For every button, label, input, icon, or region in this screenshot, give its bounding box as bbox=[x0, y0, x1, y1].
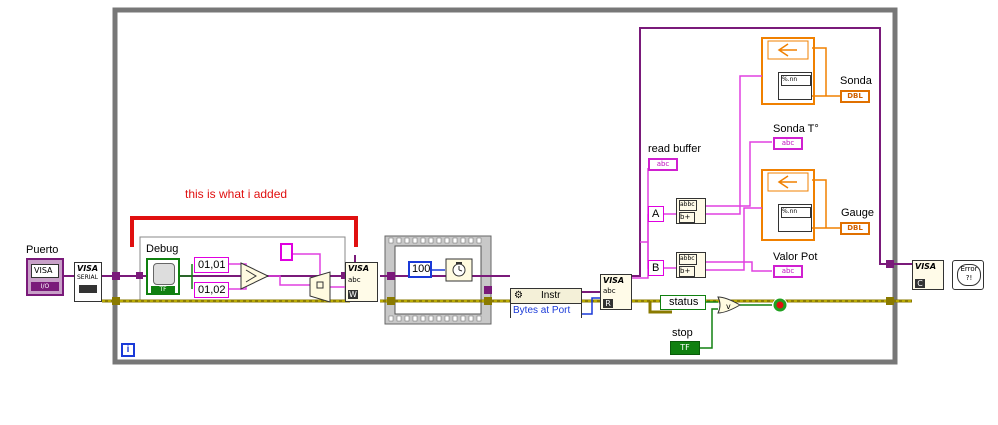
sonda-t-indicator: abc bbox=[773, 137, 803, 150]
visa-read-function[interactable]: VISA abc R bbox=[600, 274, 632, 310]
debug-label: Debug bbox=[146, 243, 179, 255]
visa-write-visa: VISA bbox=[348, 264, 370, 273]
error-handler-text: Error bbox=[960, 265, 978, 273]
not-equal-function bbox=[240, 262, 270, 290]
visa-configure-serial-text: SERIAL bbox=[77, 274, 98, 281]
unbundle-status: status bbox=[660, 295, 706, 310]
match-pattern-b[interactable]: abbc b+ bbox=[676, 252, 706, 278]
iteration-terminal: i bbox=[121, 343, 135, 357]
formula-node-1 bbox=[761, 37, 815, 105]
visa-read-abc: abc bbox=[603, 287, 616, 295]
scan-from-string-1[interactable]: %.nn bbox=[778, 72, 812, 100]
visa-write-w: W bbox=[348, 290, 358, 299]
error-handler-function[interactable]: Error?! bbox=[952, 260, 984, 290]
annotation-text: this is what i added bbox=[185, 187, 288, 201]
tunnels bbox=[112, 260, 894, 305]
wait-ms-constant: 100 bbox=[408, 261, 432, 278]
visa-close-c: C bbox=[915, 279, 925, 288]
property-bytes-at-port: Bytes at Port bbox=[513, 305, 571, 316]
property-node[interactable]: ⚙ Instr Bytes at Port bbox=[510, 288, 582, 318]
debug-tf-badge: TF bbox=[151, 286, 175, 293]
visa-close-visa: VISA bbox=[915, 262, 937, 271]
scan-from-string-2[interactable]: %.nn bbox=[778, 204, 812, 232]
formula-node-2 bbox=[761, 169, 815, 241]
gauge-label: Gauge bbox=[841, 207, 875, 219]
gauge-indicator: DBL bbox=[840, 222, 870, 235]
visa-write-abc: abc bbox=[348, 276, 361, 284]
match-pattern-a-abbc: abbc bbox=[679, 200, 697, 211]
string-constant-01-01: 01,01 bbox=[194, 257, 229, 273]
toggle-switch-icon bbox=[153, 263, 175, 285]
visa-write-function[interactable]: VISA abc W bbox=[345, 262, 378, 302]
match-pattern-a-bplus: b+ bbox=[679, 212, 695, 223]
match-pattern-b-abbc: abbc bbox=[679, 254, 697, 265]
svg-text:v: v bbox=[726, 302, 731, 311]
serial-port-icon bbox=[79, 285, 97, 293]
puerto-control[interactable]: VISA I/O bbox=[26, 258, 64, 296]
visa-configure-serial[interactable]: VISA SERIAL bbox=[74, 262, 102, 302]
debug-toggle-control[interactable]: TF bbox=[146, 258, 180, 295]
match-pattern-a[interactable]: abbc b+ bbox=[676, 198, 706, 224]
sonda-indicator: DBL bbox=[840, 90, 870, 103]
read-buffer-indicator: abc bbox=[648, 158, 678, 171]
valor-pot-indicator: abc bbox=[773, 265, 803, 278]
match-pattern-b-bplus: b+ bbox=[679, 266, 695, 277]
scan-1-format: %.nn bbox=[781, 75, 811, 86]
visa-read-r: R bbox=[603, 299, 613, 308]
constant-a: A bbox=[648, 206, 664, 222]
read-buffer-label: read buffer bbox=[648, 143, 702, 155]
property-node-icon: ⚙ bbox=[514, 290, 523, 301]
error-handler-icon: ?! bbox=[965, 274, 973, 282]
sonda-label: Sonda bbox=[840, 75, 872, 87]
string-constant-01-02: 01,02 bbox=[194, 282, 229, 298]
valor-pot-label: Valor Pot bbox=[773, 251, 818, 263]
property-node-class: Instr bbox=[541, 290, 561, 301]
sonda-t-label: Sonda T° bbox=[773, 123, 819, 135]
visa-close-function[interactable]: VISA C bbox=[912, 260, 944, 290]
scan-2-format: %.nn bbox=[781, 207, 811, 218]
annotation-bracket bbox=[130, 216, 358, 247]
io-icon: I/O bbox=[31, 282, 59, 291]
visa-label: VISA bbox=[31, 264, 59, 278]
puerto-label: Puerto bbox=[26, 244, 59, 256]
visa-configure-visa: VISA bbox=[77, 264, 99, 273]
while-loop-frame bbox=[112, 7, 898, 365]
stop-control[interactable]: TF bbox=[670, 341, 700, 355]
select-function bbox=[309, 271, 331, 303]
constant-b: B bbox=[648, 260, 664, 276]
stop-label: stop bbox=[672, 327, 693, 339]
or-function bbox=[717, 296, 742, 314]
visa-read-visa: VISA bbox=[603, 276, 625, 285]
